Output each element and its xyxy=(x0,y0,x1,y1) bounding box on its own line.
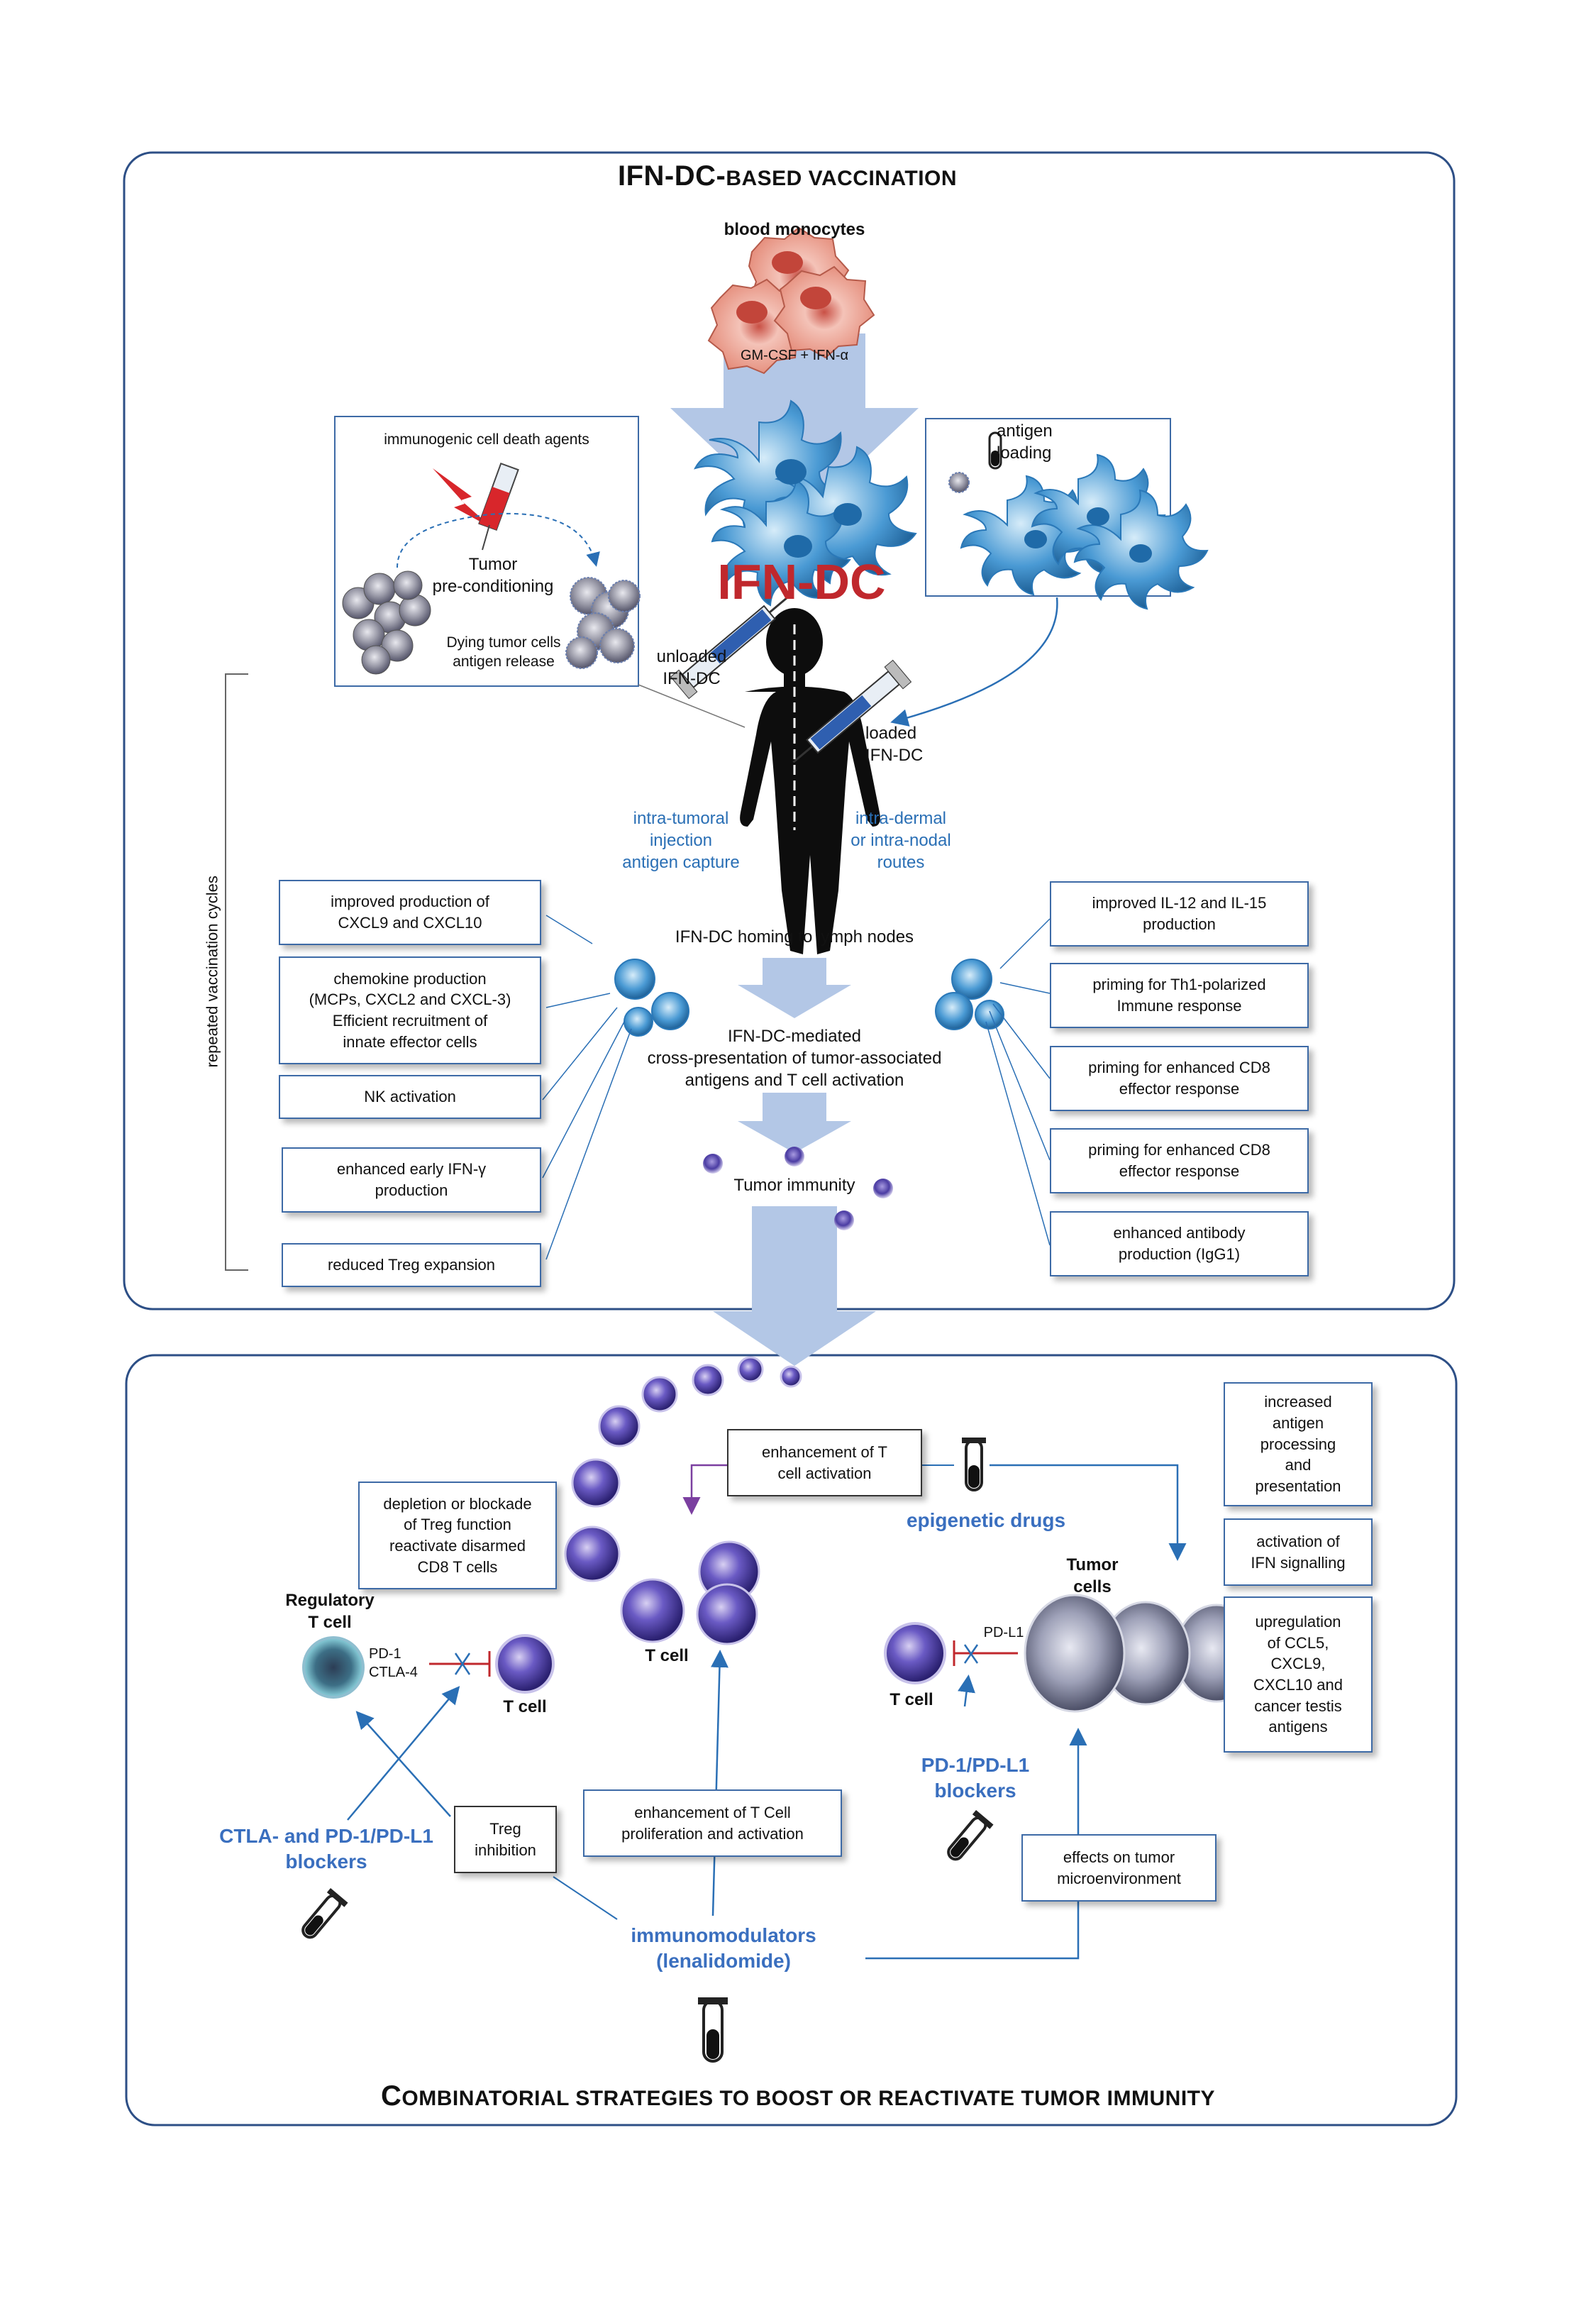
homing-arrow xyxy=(738,958,851,1018)
loaded-syringe-icon xyxy=(792,659,912,763)
ctla4-cross-icon xyxy=(454,1653,471,1675)
precond-curve xyxy=(397,512,600,568)
right-box-upregulation: upregulation of CCL5, CXCL9, CXCL10 and … xyxy=(1224,1596,1373,1753)
title-rest: BASED VACCINATION xyxy=(726,167,958,190)
right-box-cd8-a: priming for enhanced CD8 effector respon… xyxy=(1050,1046,1309,1111)
effects-tme-box: effects on tumor microenvironment xyxy=(1021,1834,1217,1902)
ctla-tube-icon xyxy=(301,1888,348,1939)
tumor-immunity-label: Tumor immunity xyxy=(733,1176,855,1195)
t-cell-left xyxy=(495,1634,555,1694)
tumor-cells-cluster xyxy=(342,570,431,675)
right-box-cd8-b: priming for enhanced CD8 effector respon… xyxy=(1050,1128,1309,1193)
title2-lead: C xyxy=(381,2080,402,2112)
immuno-tube-icon xyxy=(698,1997,728,2063)
repeated-cycles-bracket xyxy=(225,673,248,1271)
left-box-nk: NK activation xyxy=(279,1075,541,1119)
t-cell-arc xyxy=(564,1356,802,1643)
right-box-th1: priming for Th1-polarized Immune respons… xyxy=(1050,963,1309,1028)
test-tube-icon xyxy=(988,431,1002,470)
pd1-ctla4-label: PD-1 CTLA-4 xyxy=(369,1646,418,1680)
ctla-blockers-label: CTLA- and PD-1/PD-L1 blockers xyxy=(219,1825,433,1873)
intratumoral-label: intra-tumoral injection antigen capture xyxy=(622,809,740,873)
left-box-treg: reduced Treg expansion xyxy=(282,1243,541,1287)
blood-monocytes-label: blood monocytes xyxy=(724,220,865,239)
loaded-dc-cluster xyxy=(960,453,1209,610)
epigenetic-to-tcell xyxy=(682,1464,727,1515)
lightning-icon xyxy=(433,468,493,529)
tumor-cells xyxy=(1024,1594,1259,1713)
t-cell-pair xyxy=(696,1540,760,1645)
lymph-dc-right xyxy=(935,959,1004,1030)
icd-agents-label: immunogenic cell death agents xyxy=(384,431,589,448)
right-box-ifn-signalling: activation of IFN signalling xyxy=(1224,1518,1373,1586)
gm-csf-label: GM-CSF + IFN-α xyxy=(740,348,849,363)
loading-arrow xyxy=(890,597,1058,727)
pd1-blockers-label: PD-1/PD-L1 blockers xyxy=(921,1754,1030,1802)
antigen-particle xyxy=(948,472,970,493)
t-cell-center-label: T cell xyxy=(645,1646,689,1665)
title2-rest: OMBINATORIAL STRATEGIES TO BOOST OR REAC… xyxy=(401,2087,1215,2110)
ctla-to-treg xyxy=(355,1711,451,1817)
combinatorial-title: COMBINATORIAL STRATEGIES TO BOOST OR REA… xyxy=(213,2078,1383,2114)
right-box-il12: improved IL-12 and IL-15 production xyxy=(1050,881,1309,947)
syringe-icon xyxy=(478,462,519,551)
loaded-label: loaded IFN-DC xyxy=(865,724,924,766)
pd1-tube-icon xyxy=(947,1810,994,1861)
regulatory-t-cell xyxy=(302,1636,365,1699)
left-box-chemokines: improved production of CXCL9 and CXCL10 xyxy=(279,880,541,945)
unloaded-syringe-icon xyxy=(670,593,792,700)
ctla-to-block xyxy=(347,1686,460,1821)
lymph-dc-left xyxy=(614,959,689,1037)
epigenetic-label: epigenetic drugs xyxy=(906,1509,1066,1531)
immunity-arrow xyxy=(738,1093,851,1153)
tumor-immunity-cells xyxy=(703,1147,893,1230)
title-lead: IFN-DC- xyxy=(617,160,726,192)
regulatory-label: Regulatory T cell xyxy=(285,1591,375,1633)
immuno-to-tcell xyxy=(710,1650,728,1916)
epigenetic-tube-icon xyxy=(962,1438,986,1491)
immunomodulators-label: immunomodulators (lenalidomide) xyxy=(631,1924,816,1973)
dying-cells-label: Dying tumor cells antigen release xyxy=(446,634,561,671)
tumor-cells-label: Tumor cells xyxy=(1066,1555,1119,1597)
ifn-dc-label: IFN-DC xyxy=(717,554,886,609)
pdl1-cross-icon xyxy=(963,1644,979,1664)
repeated-cycles-label: repeated vaccination cycles xyxy=(203,876,221,1068)
epigenetic-to-tumor xyxy=(990,1464,1187,1561)
left-box-chemokine-production: chemokine production (MCPs, CXCL2 and CX… xyxy=(279,956,541,1064)
icd-connector xyxy=(638,684,746,728)
unloaded-label: unloaded IFN-DC xyxy=(656,647,727,689)
tumor-precond-label: Tumor pre-conditioning xyxy=(432,555,554,597)
immuno-to-tme xyxy=(865,1728,1087,1960)
intradermal-label: intra-dermal or intra-nodal routes xyxy=(850,809,951,873)
ifn-dc-cluster xyxy=(694,399,917,607)
combination-arrow xyxy=(713,1206,876,1366)
right-connectors xyxy=(985,918,1051,1246)
homing-label: IFN-DC homing to lymph nodes xyxy=(675,927,914,947)
right-box-antigen-processing: increased antigen processing and present… xyxy=(1224,1382,1373,1506)
antigen-loading-label: antigen loading xyxy=(997,421,1053,463)
pd1-to-block xyxy=(958,1675,975,1707)
t-cell-left-label: T cell xyxy=(503,1697,547,1716)
depletion-box: depletion or blockade of Treg function r… xyxy=(358,1482,557,1589)
immuno-to-treg xyxy=(553,1876,618,1920)
dying-cells-cluster xyxy=(565,577,641,669)
t-cell-right-label: T cell xyxy=(890,1690,933,1709)
enhancement-t-box: enhancement of T cell activation xyxy=(727,1429,922,1496)
t-cell-right xyxy=(884,1622,946,1684)
right-box-antibody: enhanced antibody production (IgG1) xyxy=(1050,1211,1309,1276)
human-silhouette xyxy=(740,608,880,954)
treg-inhibition-box: Treg inhibition xyxy=(454,1806,557,1873)
left-connectors xyxy=(542,915,632,1260)
blood-monocytes xyxy=(707,226,875,375)
enhancement-prolif-box: enhancement of T Cell proliferation and … xyxy=(583,1789,842,1857)
cross-presentation-label: IFN-DC-mediated cross-presentation of tu… xyxy=(647,1027,942,1091)
left-box-ifn-gamma: enhanced early IFN-γ production xyxy=(282,1147,541,1213)
pdl1-label: PD-L1 xyxy=(983,1625,1024,1640)
vaccination-title: IFN-DC-BASED VACCINATION xyxy=(497,158,1078,194)
